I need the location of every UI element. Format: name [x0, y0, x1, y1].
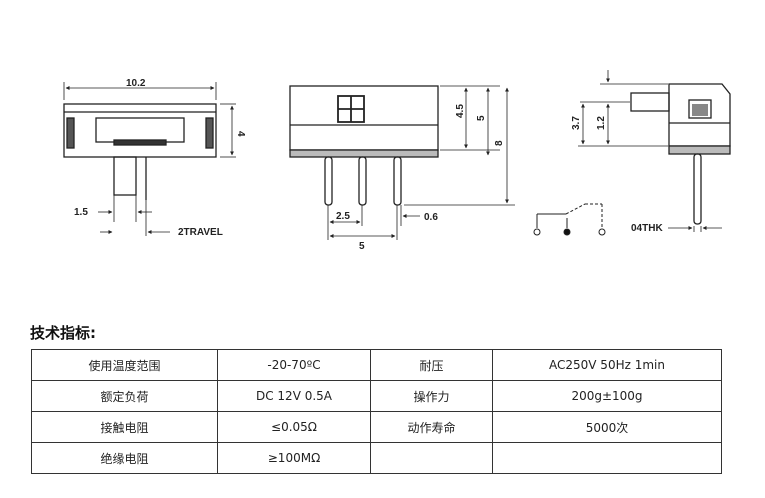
front-view	[63, 82, 236, 236]
spec-key: 动作寿命	[370, 411, 493, 443]
spec-key: 额定负荷	[31, 380, 218, 412]
spec-key	[370, 442, 493, 474]
spec-value: AC250V 50Hz 1min	[492, 349, 722, 381]
spec-key: 操作力	[370, 380, 493, 412]
side-dim-8-label: 8	[494, 140, 505, 146]
table-row: 额定负荷 DC 12V 0.5A 操作力 200g±100g	[31, 380, 722, 412]
side-view	[289, 85, 515, 240]
end-dim-1-2-label: 1.2	[596, 116, 607, 130]
spec-key: 接触电阻	[31, 411, 218, 443]
side-dim-4-5-label: 4.5	[455, 104, 466, 118]
spec-value: ≤0.05Ω	[217, 411, 371, 443]
spec-value	[492, 442, 722, 474]
end-dim-3-7-label: 3.7	[571, 116, 582, 130]
switch-circuit-symbol	[533, 203, 606, 236]
side-dim-5-right-label: 5	[476, 115, 487, 121]
spec-value: -20-70ºC	[217, 349, 371, 381]
table-row: 绝缘电阻 ≥100MΩ	[31, 442, 722, 474]
table-row: 接触电阻 ≤0.05Ω 动作寿命 5000次	[31, 411, 722, 443]
front-height-label: 4	[235, 131, 246, 137]
front-travel-label: 2TRAVEL	[178, 227, 223, 238]
side-pitch-label: 2.5	[336, 211, 350, 222]
specs-title: 技术指标:	[30, 324, 96, 342]
side-dim-5-bottom-label: 5	[359, 241, 365, 252]
front-pin-width-label: 1.5	[74, 207, 88, 218]
spec-value: 200g±100g	[492, 380, 722, 412]
spec-value: 5000次	[492, 411, 722, 443]
spec-key: 使用温度范围	[31, 349, 218, 381]
spec-value: DC 12V 0.5A	[217, 380, 371, 412]
spec-key: 绝缘电阻	[31, 442, 218, 474]
dimension-drawing: 10.2 4 1.5 2TRAVEL 4.5 5 8	[63, 70, 731, 252]
specs-table: 使用温度范围 -20-70ºC 耐压 AC250V 50Hz 1min 额定负荷…	[31, 349, 722, 474]
end-model-label: 04THK	[631, 223, 663, 234]
spec-value: ≥100MΩ	[217, 442, 371, 474]
end-view	[578, 70, 731, 232]
table-row: 使用温度范围 -20-70ºC 耐压 AC250V 50Hz 1min	[31, 349, 722, 381]
front-width-label: 10.2	[126, 78, 146, 89]
side-pin-thickness-label: 0.6	[424, 212, 438, 223]
spec-key: 耐压	[370, 349, 493, 381]
